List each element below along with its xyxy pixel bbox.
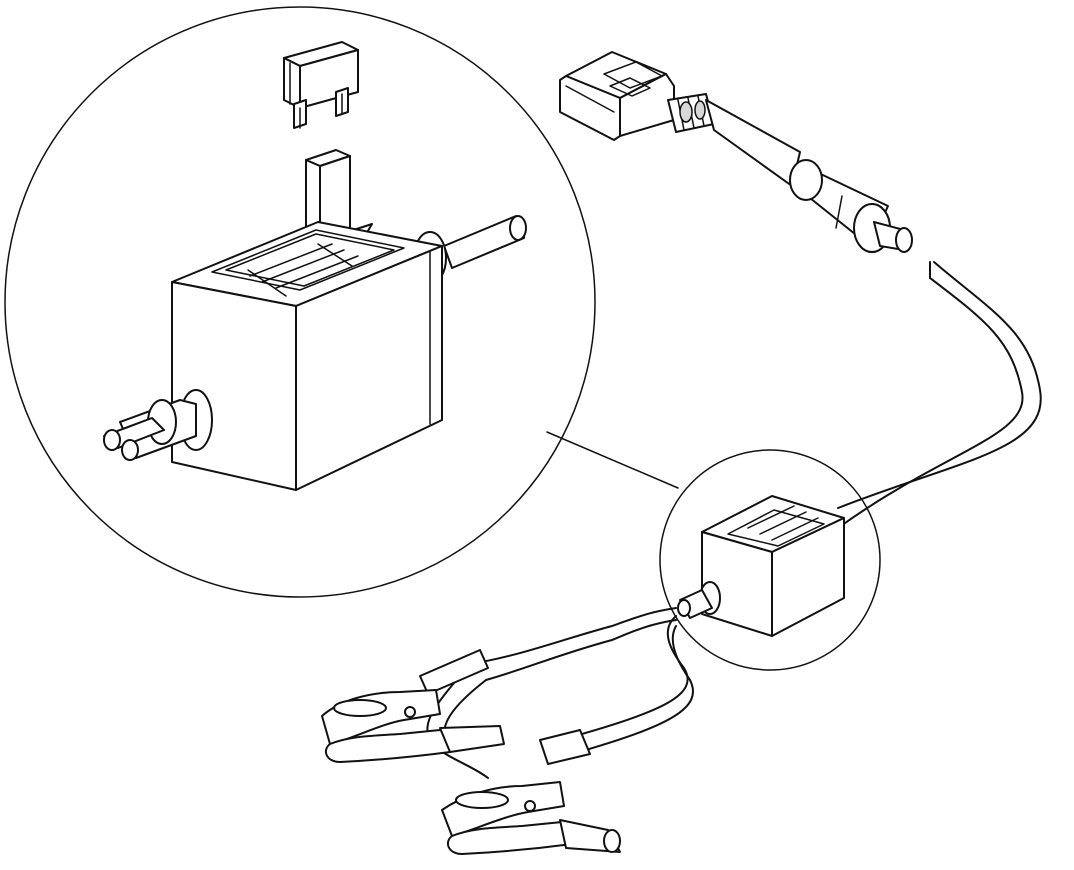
clip-wires — [426, 607, 695, 779]
enlarged-fuse-holder — [103, 215, 527, 491]
d-sub-connector — [559, 51, 801, 187]
enlarged-fuse-holder-callout — [4, 6, 679, 598]
alligator-clip-top — [321, 649, 505, 763]
ferrite-core — [789, 159, 913, 253]
alligator-clip-bottom — [441, 729, 621, 855]
inline-fuse-holder — [659, 449, 881, 671]
blade-fuse — [283, 41, 359, 129]
cable — [837, 261, 1042, 529]
